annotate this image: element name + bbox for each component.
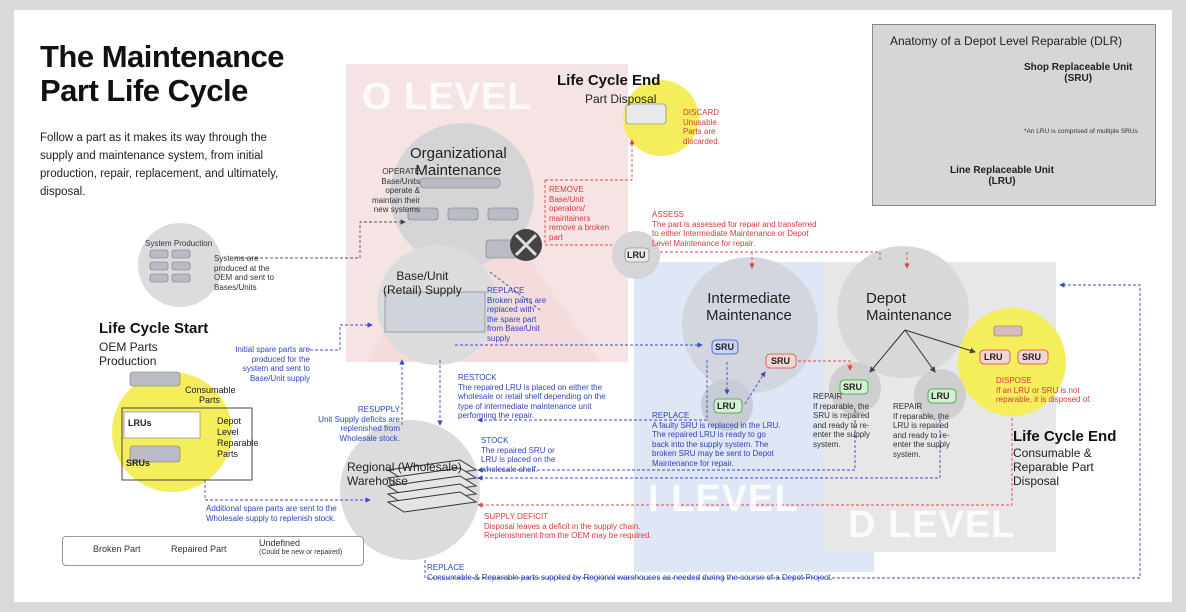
lifecycle-start-title: Life Cycle Start [99, 320, 209, 337]
lru-assess-label: LRU [627, 250, 646, 260]
dlr-anatomy-box [872, 24, 1156, 206]
dlr-note: *An LRU is comprised of multiple SRUs [1024, 128, 1138, 135]
replace2-annotation: REPLACE A faulty SRU is replaced in the … [652, 411, 781, 468]
intermediate-circle [682, 257, 818, 393]
sru-int-label: SRU [715, 342, 735, 352]
srus-label: SRUs [126, 458, 151, 468]
restock-annotation: RESTOCK The repaired LRU is placed on ei… [458, 373, 606, 420]
lru-dispose-label: LRU [984, 352, 1003, 362]
dlr-lru: Line Replaceable Unit(LRU) [950, 165, 1054, 187]
org-maint-circle [390, 123, 534, 267]
sru-broken-label: SRU [771, 356, 791, 366]
sru-depot-label: SRU [843, 382, 863, 392]
lifecycle-end-top-title: Life Cycle End [557, 72, 661, 89]
disposal-right-circle [958, 308, 1066, 416]
legend-broken: Broken Part [93, 544, 141, 554]
page-subtitle: Follow a part as it makes its way throug… [40, 132, 279, 198]
title-line2: Part Life Cycle [40, 73, 248, 108]
system-production-title: System Production [145, 239, 213, 248]
depot-circle [837, 246, 969, 378]
deficit-annotation: SUPPLY DEFICIT Disposal leaves a deficit… [484, 512, 652, 540]
replace3-annotation: REPLACE Consumable & Reparable parts sup… [427, 563, 833, 582]
legend [62, 536, 364, 566]
warehouse-stack [386, 459, 478, 513]
lrus-label: LRUs [128, 418, 152, 428]
lifecycle-end-right-title: Life Cycle End [1013, 428, 1117, 445]
legend-repaired: Repaired Part [171, 544, 227, 554]
regional-title: Regional (Wholesale)Warehouse [347, 460, 462, 488]
part-disposal-label: Part Disposal [585, 92, 657, 106]
i-level-label: I LEVEL [648, 478, 799, 520]
title-line1: The Maintenance [40, 39, 285, 74]
o-level-label: O LEVEL [362, 76, 532, 118]
d-level-label: D LEVEL [848, 504, 1016, 546]
assess-annotation: ASSESS The part is assessed for repair a… [652, 210, 817, 248]
page-title: The Maintenance Part Life Cycle [40, 39, 285, 108]
lru-int-label: LRU [717, 401, 736, 411]
base-supply-title: Base/Unit(Retail) Supply [383, 269, 462, 297]
lru-depot-label: LRU [931, 391, 950, 401]
dlr-title: Anatomy of a Depot Level Reparable (DLR) [890, 34, 1123, 48]
badges [624, 247, 1049, 414]
dlr-sru: Shop Replaceable Unit(SRU) [1024, 62, 1133, 84]
sru-dispose-label: SRU [1022, 352, 1042, 362]
legend-undefined: Undefined (Could be new or repaired) [259, 538, 343, 556]
